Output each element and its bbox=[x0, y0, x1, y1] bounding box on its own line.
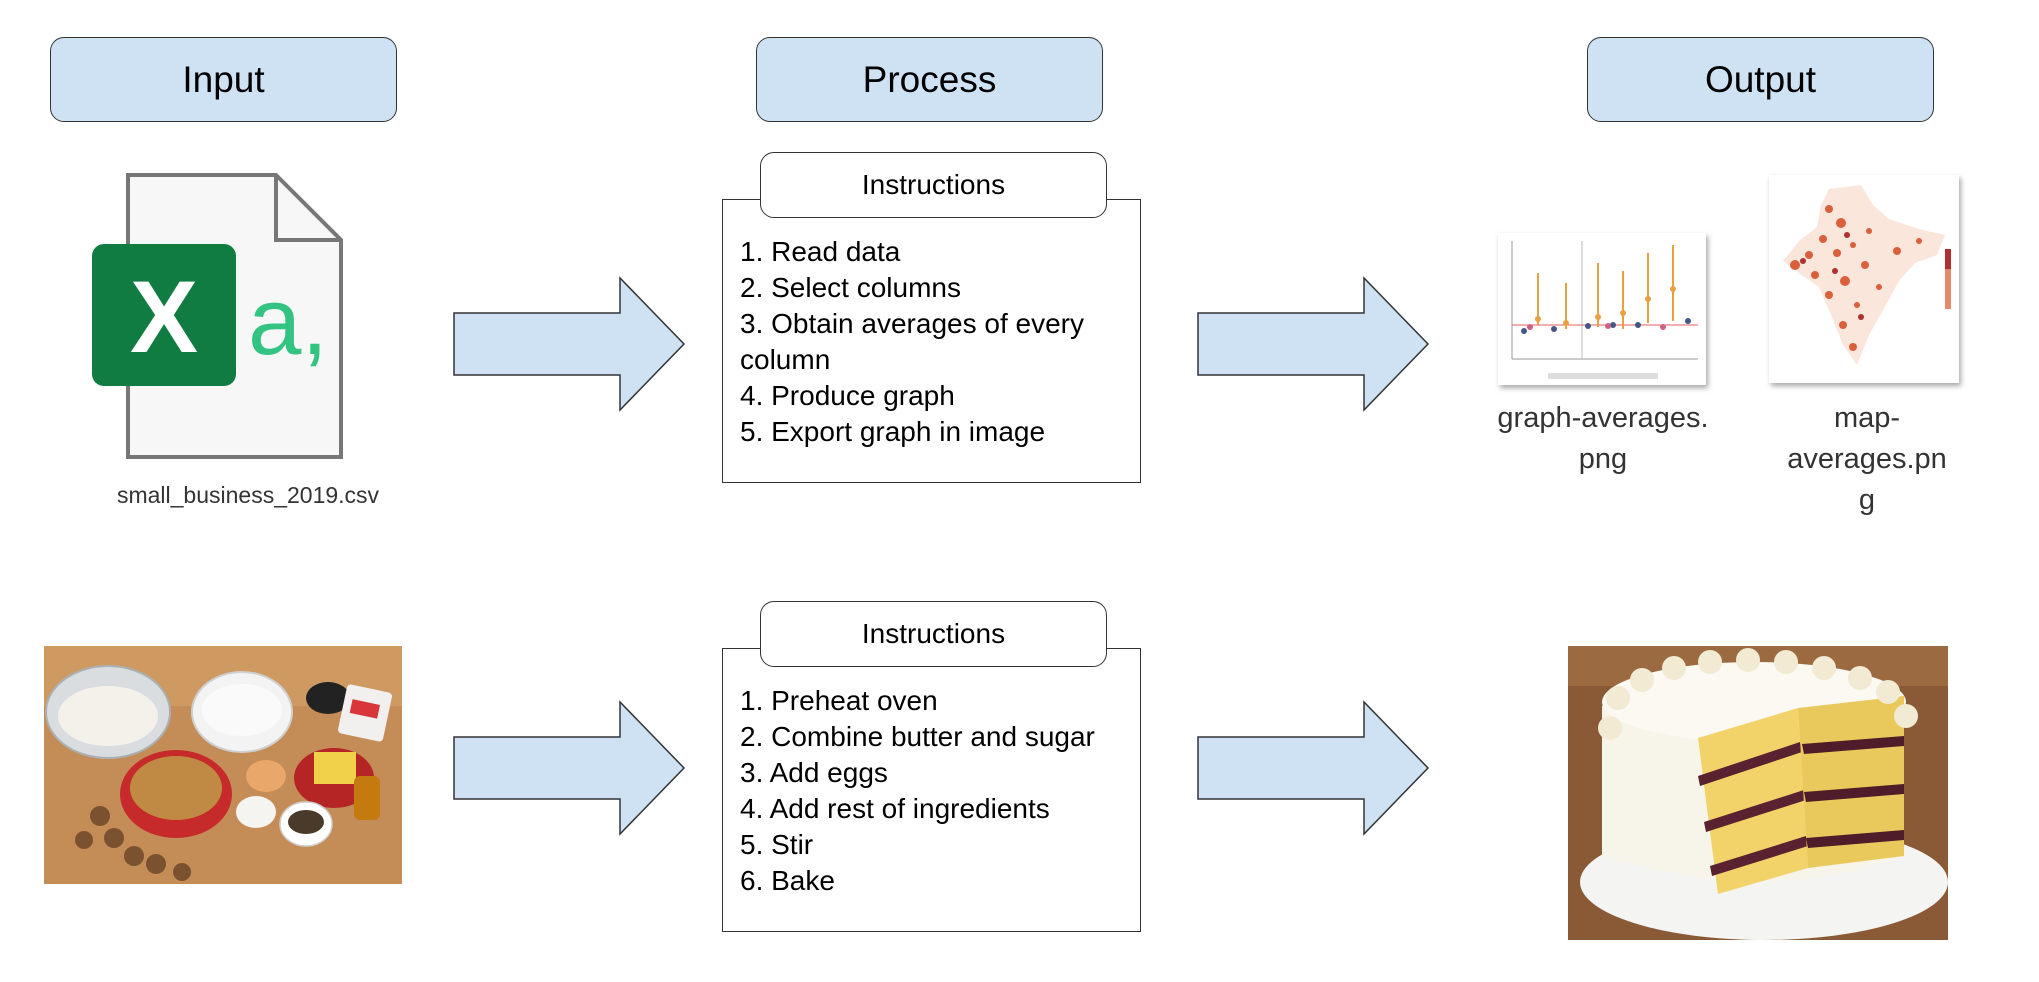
ingredients-photo bbox=[44, 646, 402, 884]
csv-file-icon: X a, bbox=[92, 173, 343, 459]
map-thumbnail bbox=[1769, 175, 1959, 383]
map-file-name: map-averages.pn g bbox=[1756, 398, 1978, 521]
output-header-label: Output bbox=[1704, 58, 1817, 100]
csv-icon-text: a, bbox=[248, 268, 328, 375]
step-item: 2. Combine butter and sugar bbox=[740, 721, 1095, 752]
instructions-box-row2 bbox=[722, 648, 1141, 932]
step-item: 6. Bake bbox=[740, 865, 835, 896]
step-item: 3. Add eggs bbox=[740, 757, 888, 788]
graph-thumbnail bbox=[1498, 233, 1706, 385]
process-header-label: Process bbox=[862, 58, 997, 100]
instructions-title-row2: Instructions bbox=[861, 618, 1006, 649]
step-item: column bbox=[740, 344, 831, 375]
process-header: Process bbox=[756, 37, 1103, 122]
instructions-tab-row2: Instructions bbox=[760, 601, 1107, 667]
graph-file-name: graph-averages. png bbox=[1492, 398, 1714, 480]
step-item: 5. Stir bbox=[740, 829, 814, 860]
step-item: 1. Preheat oven bbox=[740, 685, 938, 716]
steps-list-row1: 1. Read data 2. Select columns 3. Obtain… bbox=[740, 234, 1135, 450]
graph-file-name-line1: graph-averages. bbox=[1497, 402, 1709, 434]
cake-photo bbox=[1568, 646, 1948, 940]
instructions-title-row1: Instructions bbox=[861, 169, 1006, 200]
instructions-tab-row1: Instructions bbox=[760, 152, 1107, 218]
instructions-box-row1 bbox=[722, 199, 1141, 483]
input-file-name: small_business_2019.csv bbox=[116, 482, 380, 508]
map-file-name-line1: map-averages.pn bbox=[1787, 402, 1947, 475]
arrow-process-to-output-row1 bbox=[1197, 276, 1430, 412]
step-item: 4. Add rest of ingredients bbox=[740, 793, 1050, 824]
graph-file-name-line2: png bbox=[1578, 443, 1628, 475]
output-header: Output bbox=[1587, 37, 1934, 122]
map-file-name-line2: g bbox=[1858, 484, 1876, 516]
step-item: 3. Obtain averages of every bbox=[740, 308, 1084, 339]
input-header: Input bbox=[50, 37, 397, 122]
step-item: 2. Select columns bbox=[740, 272, 961, 303]
steps-list-row2: 1. Preheat oven 2. Combine butter and su… bbox=[740, 683, 1135, 899]
arrow-input-to-process-row2 bbox=[453, 700, 686, 836]
step-item: 5. Export graph in image bbox=[740, 416, 1046, 447]
input-header-label: Input bbox=[182, 58, 265, 100]
csv-icon-letter: X bbox=[130, 260, 198, 374]
step-item: 4. Produce graph bbox=[740, 380, 955, 411]
arrow-input-to-process-row1 bbox=[453, 276, 686, 412]
step-item: 1. Read data bbox=[740, 236, 901, 267]
arrow-process-to-output-row2 bbox=[1197, 700, 1430, 836]
